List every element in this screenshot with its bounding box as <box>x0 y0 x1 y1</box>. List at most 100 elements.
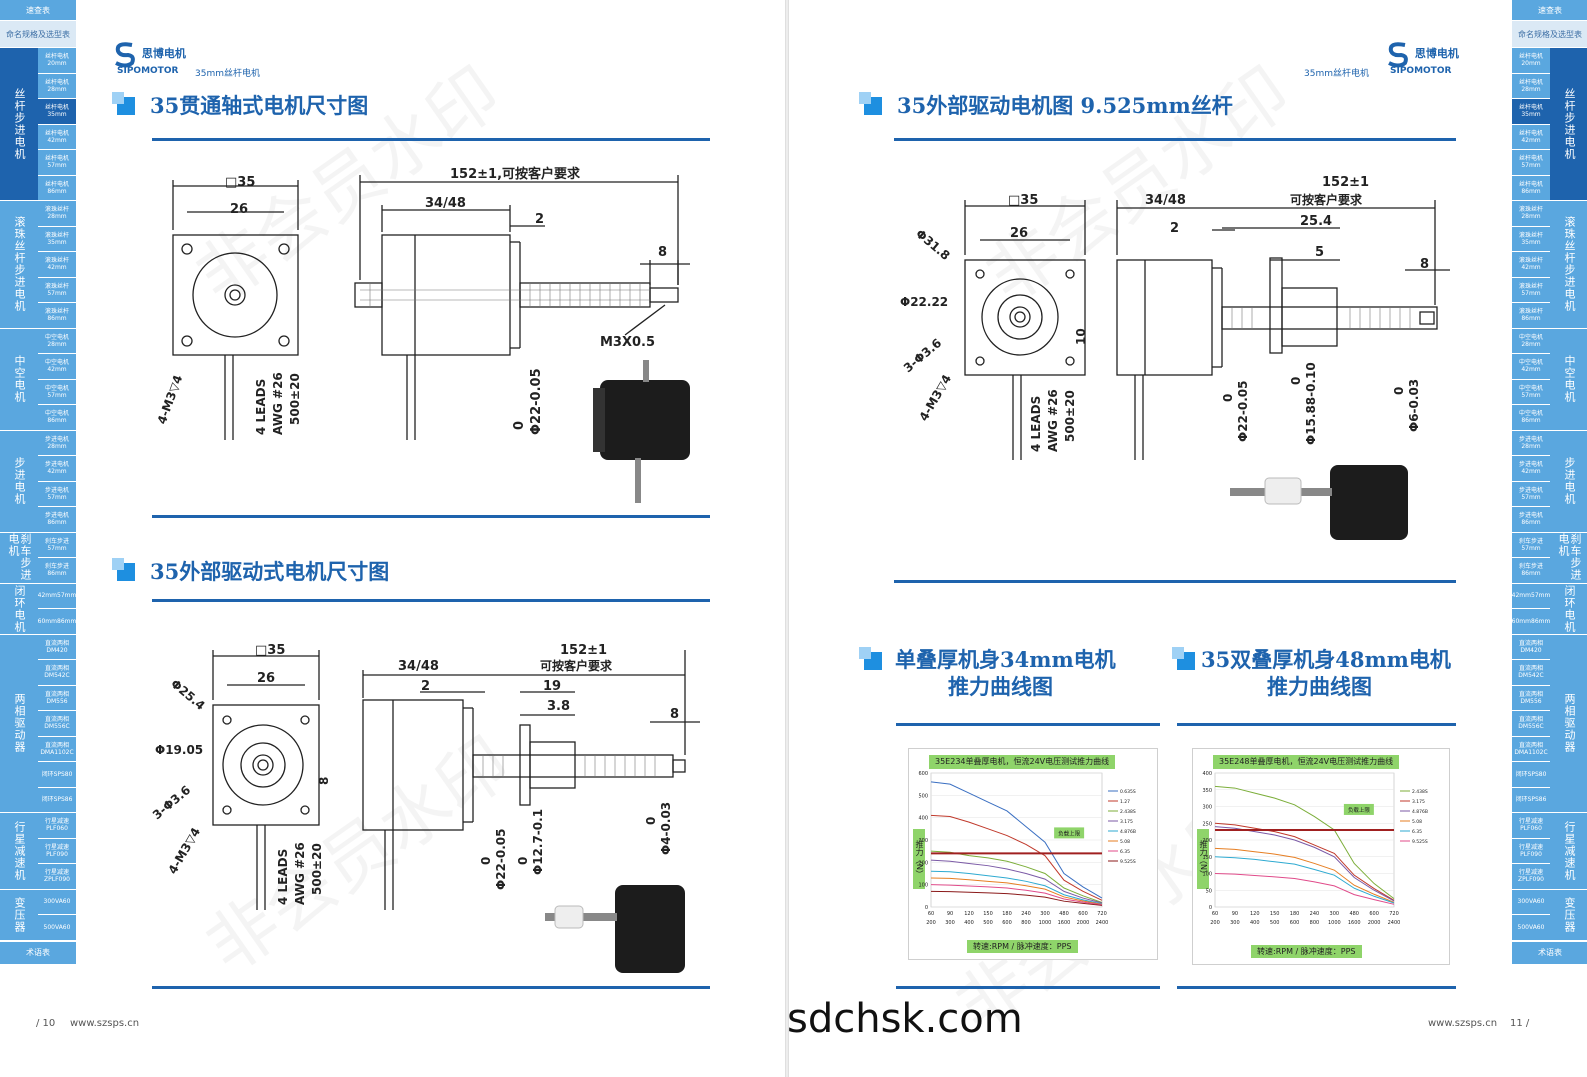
nav-item[interactable]: 300VA60 <box>1512 889 1550 915</box>
nav-item[interactable]: 500VA60 <box>1512 915 1550 941</box>
nav-group-label[interactable]: 滚珠丝杆步进电机 <box>1550 201 1587 329</box>
nav-item[interactable]: 中空电机42mm <box>38 354 76 380</box>
nav-group-label[interactable]: 两相驱动器 <box>0 634 38 813</box>
nav-item[interactable]: 滚珠丝杆28mm <box>38 201 76 227</box>
nav-group-label[interactable]: 两相驱动器 <box>1550 634 1587 813</box>
nav-item[interactable]: 中空电机86mm <box>1512 405 1550 431</box>
nav-bottom-item[interactable]: 术语表 <box>0 941 76 965</box>
nav-item[interactable]: 步进电机42mm <box>1512 456 1550 482</box>
nav-item[interactable]: 直流两相DM542C <box>38 660 76 686</box>
nav-item[interactable]: 刹车步进57mm <box>1512 532 1550 558</box>
nav-item[interactable]: 丝杆电机28mm <box>1512 73 1550 99</box>
nav-item[interactable]: 500VA60 <box>38 915 76 941</box>
nav-item[interactable]: 闭环SPS80 <box>1512 762 1550 788</box>
nav-item[interactable]: 步进电机42mm <box>38 456 76 482</box>
nav-item[interactable]: 42mm57mm <box>1512 583 1550 609</box>
nav-item[interactable]: 刹车步进57mm <box>38 532 76 558</box>
footer-url-right[interactable]: www.szsps.cn <box>1428 1018 1498 1029</box>
nav-item[interactable]: 直流两相DM556 <box>1512 685 1550 711</box>
nav-item[interactable]: 行星减速ZPLF090 <box>1512 864 1550 890</box>
nav-item[interactable]: 闭环SPS86 <box>1512 787 1550 813</box>
nav-group-label[interactable]: 中空电机 <box>0 328 38 431</box>
nav-item[interactable]: 中空电机57mm <box>38 379 76 405</box>
nav-item[interactable]: 闭环SPS86 <box>38 787 76 813</box>
nav-group-label[interactable]: 刹车步进电机 <box>1550 532 1587 584</box>
nav-group-label[interactable]: 步进电机 <box>0 430 38 533</box>
dim-zero: 0 <box>644 817 658 825</box>
nav-item[interactable]: 步进电机57mm <box>1512 481 1550 507</box>
nav-item[interactable]: 行星减速PLF090 <box>38 838 76 864</box>
nav-item[interactable]: 滚珠丝杆35mm <box>1512 226 1550 252</box>
nav-item[interactable]: 直流两相DMA1102C <box>1512 736 1550 762</box>
nav-item[interactable]: 步进电机57mm <box>38 481 76 507</box>
nav-item[interactable]: 行星减速PLF090 <box>1512 838 1550 864</box>
nav-item[interactable]: 滚珠丝杆86mm <box>1512 303 1550 329</box>
nav-group-label[interactable]: 行星减速机 <box>1550 813 1587 890</box>
nav-item[interactable]: 滚珠丝杆57mm <box>38 277 76 303</box>
nav-item[interactable]: 丝杆电机20mm <box>38 48 76 74</box>
nav-item[interactable]: 丝杆电机86mm <box>38 175 76 201</box>
nav-item[interactable]: 丝杆电机42mm <box>38 124 76 150</box>
nav-item[interactable]: 行星减速ZPLF090 <box>38 864 76 890</box>
footer-url-left[interactable]: www.szsps.cn <box>70 1018 140 1029</box>
nav-group-label[interactable]: 闭环电机 <box>1550 583 1587 635</box>
nav-item[interactable]: 中空电机86mm <box>38 405 76 431</box>
nav-top-item[interactable]: 命名规格及选型表 <box>0 21 76 48</box>
nav-group-label[interactable]: 丝杆步进电机 <box>1550 48 1587 201</box>
nav-group-label[interactable]: 刹车步进电机 <box>0 532 38 584</box>
nav-item[interactable]: 闭环SPS80 <box>38 762 76 788</box>
nav-item[interactable]: 42mm57mm <box>38 583 76 609</box>
nav-group-label[interactable]: 中空电机 <box>1550 328 1587 431</box>
nav-item[interactable]: 直流两相DM556 <box>38 685 76 711</box>
nav-group-label[interactable]: 滚珠丝杆步进电机 <box>0 201 38 329</box>
nav-item[interactable]: 中空电机28mm <box>1512 328 1550 354</box>
nav-item[interactable]: 步进电机28mm <box>38 430 76 456</box>
nav-item[interactable]: 滚珠丝杆42mm <box>38 252 76 278</box>
nav-item[interactable]: 中空电机42mm <box>1512 354 1550 380</box>
nav-item[interactable]: 丝杆电机57mm <box>1512 150 1550 176</box>
nav-item[interactable]: 滚珠丝杆57mm <box>1512 277 1550 303</box>
nav-item[interactable]: 直流两相DM556C <box>38 711 76 737</box>
nav-item[interactable]: 丝杆电机86mm <box>1512 175 1550 201</box>
nav-item[interactable]: 丝杆电机35mm <box>38 99 76 125</box>
nav-item[interactable]: 刹车步进86mm <box>1512 558 1550 584</box>
nav-item[interactable]: 滚珠丝杆35mm <box>38 226 76 252</box>
nav-item[interactable]: 丝杆电机42mm <box>1512 124 1550 150</box>
nav-item[interactable]: 丝杆电机35mm <box>1512 99 1550 125</box>
dim-2: 2 <box>1170 221 1179 236</box>
nav-item[interactable]: 滚珠丝杆28mm <box>1512 201 1550 227</box>
nav-group-label[interactable]: 变压器 <box>0 889 38 941</box>
nav-item[interactable]: 直流两相DM420 <box>1512 634 1550 660</box>
nav-group-label[interactable]: 变压器 <box>1550 889 1587 941</box>
nav-item[interactable]: 行星减速PLF060 <box>1512 813 1550 839</box>
nav-group-label[interactable]: 闭环电机 <box>0 583 38 635</box>
nav-item[interactable]: 300VA60 <box>38 889 76 915</box>
nav-item[interactable]: 中空电机57mm <box>1512 379 1550 405</box>
nav-item[interactable]: 行星减速PLF060 <box>38 813 76 839</box>
nav-item[interactable]: 丝杆电机20mm <box>1512 48 1550 74</box>
y-tick-label: 350 <box>1202 788 1212 794</box>
nav-item[interactable]: 滚珠丝杆42mm <box>1512 252 1550 278</box>
nav-group-label[interactable]: 步进电机 <box>1550 430 1587 533</box>
nav-group-label[interactable]: 行星减速机 <box>0 813 38 890</box>
nav-item[interactable]: 中空电机28mm <box>38 328 76 354</box>
nav-item[interactable]: 步进电机86mm <box>1512 507 1550 533</box>
nav-item[interactable]: 直流两相DM420 <box>38 634 76 660</box>
nav-top-item[interactable]: 命名规格及选型表 <box>1512 21 1587 48</box>
nav-item[interactable]: 60mm86mm <box>38 609 76 635</box>
nav-item[interactable]: 60mm86mm <box>1512 609 1550 635</box>
nav-item[interactable]: 丝杆电机57mm <box>38 150 76 176</box>
nav-item[interactable]: 滚珠丝杆86mm <box>38 303 76 329</box>
nav-item[interactable]: 直流两相DMA1102C <box>38 736 76 762</box>
nav-item[interactable]: 步进电机86mm <box>38 507 76 533</box>
nav-bottom-item[interactable]: 术语表 <box>1512 941 1587 965</box>
nav-item[interactable]: 直流两相DM556C <box>1512 711 1550 737</box>
nav-top-item[interactable]: 速查表 <box>1512 0 1587 21</box>
nav-item[interactable]: 直流两相DM542C <box>1512 660 1550 686</box>
nav-item[interactable]: 丝杆电机28mm <box>38 73 76 99</box>
nav-top-item[interactable]: 速查表 <box>0 0 76 21</box>
nav-group-label[interactable]: 丝杆步进电机 <box>0 48 38 201</box>
nav-item[interactable]: 刹车步进86mm <box>38 558 76 584</box>
nav-item[interactable]: 步进电机28mm <box>1512 430 1550 456</box>
